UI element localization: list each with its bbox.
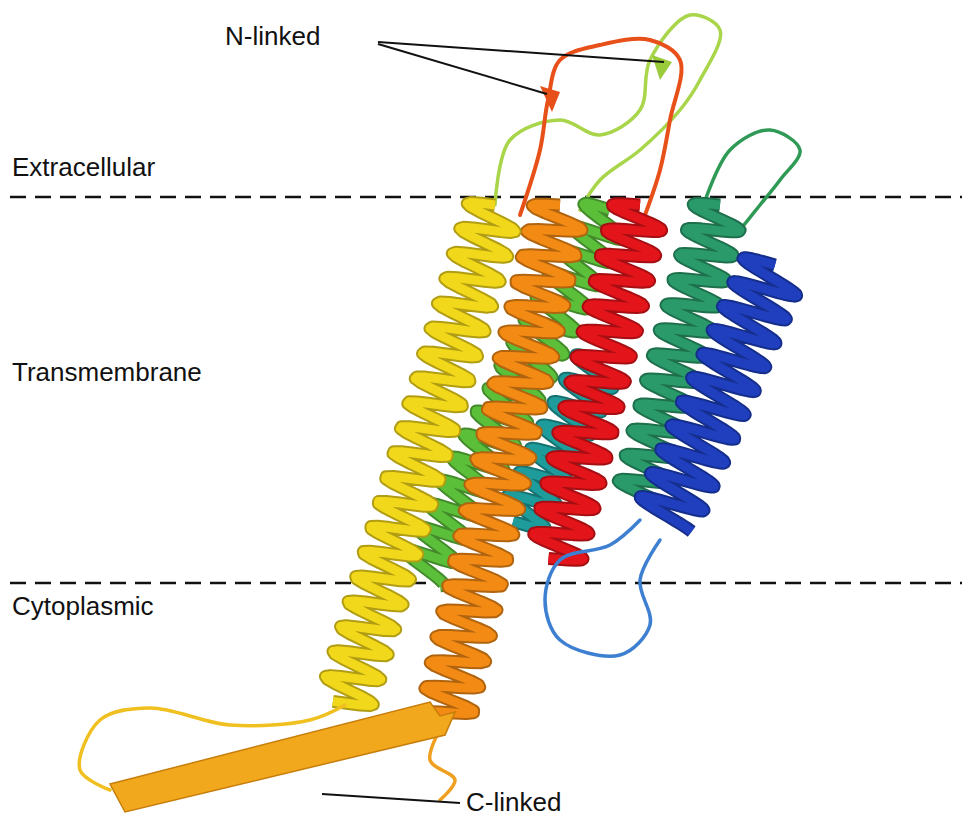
ribbon-group [79,15,800,812]
region-label: Extracellular [12,153,155,182]
leader-lines [322,42,664,803]
loop-segment [545,520,660,656]
helix-edge [640,258,796,532]
site-label: C-linked [466,788,561,817]
beta-strand [110,702,455,812]
alpha-helix [640,258,796,532]
helix-edge [325,202,515,705]
leader-line [378,42,664,62]
leader-line [322,794,460,803]
region-label: Transmembrane [12,358,202,387]
alpha-helix [325,202,515,705]
loop-segment [520,39,682,215]
glycosylation-site [540,86,560,112]
site-label: N-linked [225,22,320,51]
region-label: Cytoplasmic [12,592,154,621]
glycosylation-site [652,55,672,80]
